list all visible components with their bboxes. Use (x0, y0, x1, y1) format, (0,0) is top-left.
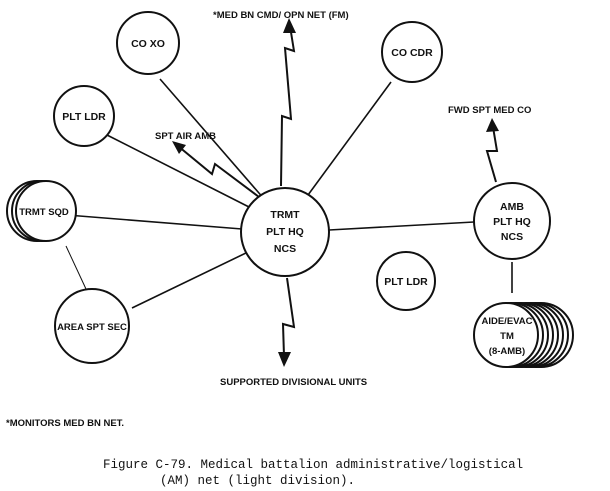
amb-plt-hq-label-line2: PLT HQ (493, 216, 531, 228)
co-cdr-label: CO CDR (391, 47, 433, 59)
amb-plt-hq-node (473, 182, 551, 260)
supported-units-label: SUPPORTED DIVISIONAL UNITS (220, 377, 367, 388)
med-bn-net-label: *MED BN CMD/ OPN NET (FM) (213, 10, 349, 21)
co-xo-label: CO XO (131, 38, 165, 50)
bolt-fwd-spt-med-co (485, 126, 499, 183)
link-center-trmt-sqd (66, 214, 243, 230)
link-center-amb-plt-hq (328, 221, 475, 231)
plt-ldr-right-node (376, 251, 436, 311)
arrowhead-med-bn-net (283, 18, 296, 33)
plt-ldr-right-label: PLT LDR (384, 276, 428, 288)
aide-evac-stack (473, 302, 574, 368)
spt-air-amb-label: SPT AIR AMB (155, 131, 216, 142)
area-spt-sec-label: AREA SPT SEC (57, 322, 127, 333)
co-xo-node (116, 11, 180, 75)
plt-ldr-left-node (53, 85, 115, 147)
trmt-sqd-label: TRMT SQD (19, 207, 69, 218)
arrowhead-supported-units (278, 352, 291, 367)
arrowhead-spt-air-amb (172, 141, 186, 154)
area-spt-sec-node (54, 288, 130, 364)
connection-lines (65, 78, 513, 309)
center-label-line2: PLT HQ (266, 226, 304, 238)
figure-caption-line2: (AM) net (light division). (160, 474, 355, 488)
link-center-area-spt-sec (131, 251, 249, 309)
trmt-sqd-stack (6, 180, 77, 242)
amb-plt-hq-label-line3: NCS (501, 231, 523, 243)
bolt-med-bn-net (280, 25, 296, 187)
center-label-line3: NCS (274, 243, 296, 255)
center-node (240, 187, 330, 277)
co-cdr-node (381, 21, 443, 83)
fwd-spt-med-co-label: FWD SPT MED CO (448, 105, 531, 116)
link-center-plt-ldr (106, 134, 250, 208)
amb-plt-hq-label-line1: AMB (500, 201, 524, 213)
link-center-co-xo (159, 78, 266, 201)
link-trmt-sqd-area-spt-sec (65, 245, 87, 290)
trmt-sqd-node (15, 180, 77, 242)
bolt-spt-air-amb (177, 145, 260, 198)
bolt-supported-units (281, 277, 296, 357)
aide-evac-label-line1: AIDE/EVAC (481, 316, 532, 327)
aide-evac-label-line3: (8-AMB) (489, 346, 525, 357)
footnote: *MONITORS MED BN NET. (6, 418, 124, 429)
plt-ldr-left-label: PLT LDR (62, 111, 106, 123)
arrowhead-fwd-spt-med-co (486, 118, 499, 132)
center-label-line1: TRMT (270, 209, 300, 221)
link-center-co-cdr (307, 81, 392, 196)
aide-evac-node (473, 302, 539, 368)
figure-caption-line1: Figure C-79. Medical battalion administr… (103, 458, 523, 472)
radio-links (172, 18, 499, 367)
aide-evac-label-line2: TM (500, 331, 514, 342)
